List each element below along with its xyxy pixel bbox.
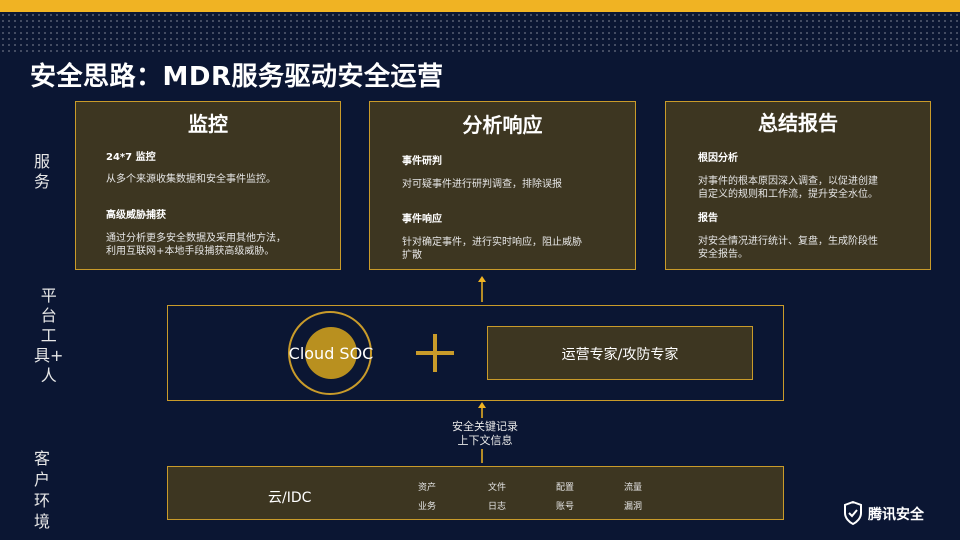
monitor-box: 监控 24*7 监控 从多个来源收集数据和安全事件监控。 高级威胁捕获 通过分析… <box>75 101 341 270</box>
env-item-vuln: 漏洞 <box>624 502 643 512</box>
env-item-file: 文件 <box>488 483 507 493</box>
analysis-box-title: 分析响应 <box>462 113 543 137</box>
report-label: 报告 <box>698 213 718 224</box>
brand-logo-text: 腾讯安全 <box>868 507 924 523</box>
cloud-soc-ring <box>288 311 372 395</box>
customer-env-box <box>167 466 784 520</box>
env-item-account: 账号 <box>556 502 575 512</box>
triage-text: 对可疑事件进行研判调查，排除误报 <box>402 179 562 190</box>
env-item-traffic: 流量 <box>624 483 643 493</box>
env-item-business: 业务 <box>418 502 437 512</box>
platform-frame <box>167 305 784 401</box>
expert-box: 运营专家/攻防专家 <box>487 326 753 380</box>
monitor-item-text: 从多个来源收集数据和安全事件监控。 <box>106 174 276 185</box>
response-label: 事件响应 <box>402 214 442 225</box>
arrow-up-icon <box>478 402 486 418</box>
response-text: 针对确定事件，进行实时响应，阻止威胁 扩散 <box>402 237 582 261</box>
threat-hunt-text: 通过分析更多安全数据及采用其他方法， 利用互联网+本地手段捕获高级威胁。 <box>106 233 286 257</box>
env-item-log: 日志 <box>488 502 507 512</box>
report-box: 总结报告 根因分析 对事件的根本原因深入调查，以促进创建 自定义的规则和工作流，… <box>665 101 931 270</box>
side-label-platform: 平 台 工 具+ 人 <box>34 286 64 385</box>
threat-hunt-label: 高级威胁捕获 <box>106 210 166 221</box>
top-accent-bar <box>0 0 960 12</box>
report-text: 对安全情况进行统计、复盘，生成阶段性 安全报告。 <box>698 236 878 260</box>
cloud-soc-disc <box>305 327 357 379</box>
slide-title: 安全思路：MDR服务驱动安全运营 <box>30 62 444 92</box>
report-box-title: 总结报告 <box>758 111 838 135</box>
arrow-up-icon <box>478 276 486 302</box>
side-label-service: 服 务 <box>34 152 51 191</box>
expert-label: 运营专家/攻防专家 <box>561 347 679 363</box>
analysis-box: 分析响应 事件研判 对可疑事件进行研判调查，排除误报 事件响应 针对确定事件，进… <box>369 101 636 270</box>
connector-line <box>481 449 483 463</box>
env-item-asset: 资产 <box>418 483 437 493</box>
plus-icon <box>416 334 454 372</box>
root-cause-text: 对事件的根本原因深入调查，以促进创建 自定义的规则和工作流，提升安全水位。 <box>698 176 878 200</box>
env-label: 云/IDC <box>268 490 312 506</box>
triage-label: 事件研判 <box>402 156 442 167</box>
monitor-item-label: 24*7 监控 <box>106 152 156 163</box>
cloud-soc-label: Cloud SOC <box>288 344 374 363</box>
dot-pattern-decoration <box>0 12 960 54</box>
env-item-config: 配置 <box>556 483 575 493</box>
root-cause-label: 根因分析 <box>698 153 738 164</box>
shield-check-icon <box>844 501 862 525</box>
side-label-env: 客 户 环 境 <box>34 449 51 531</box>
context-info-text: 安全关键记录 上下文信息 <box>452 420 518 447</box>
monitor-box-title: 监控 <box>188 112 228 136</box>
